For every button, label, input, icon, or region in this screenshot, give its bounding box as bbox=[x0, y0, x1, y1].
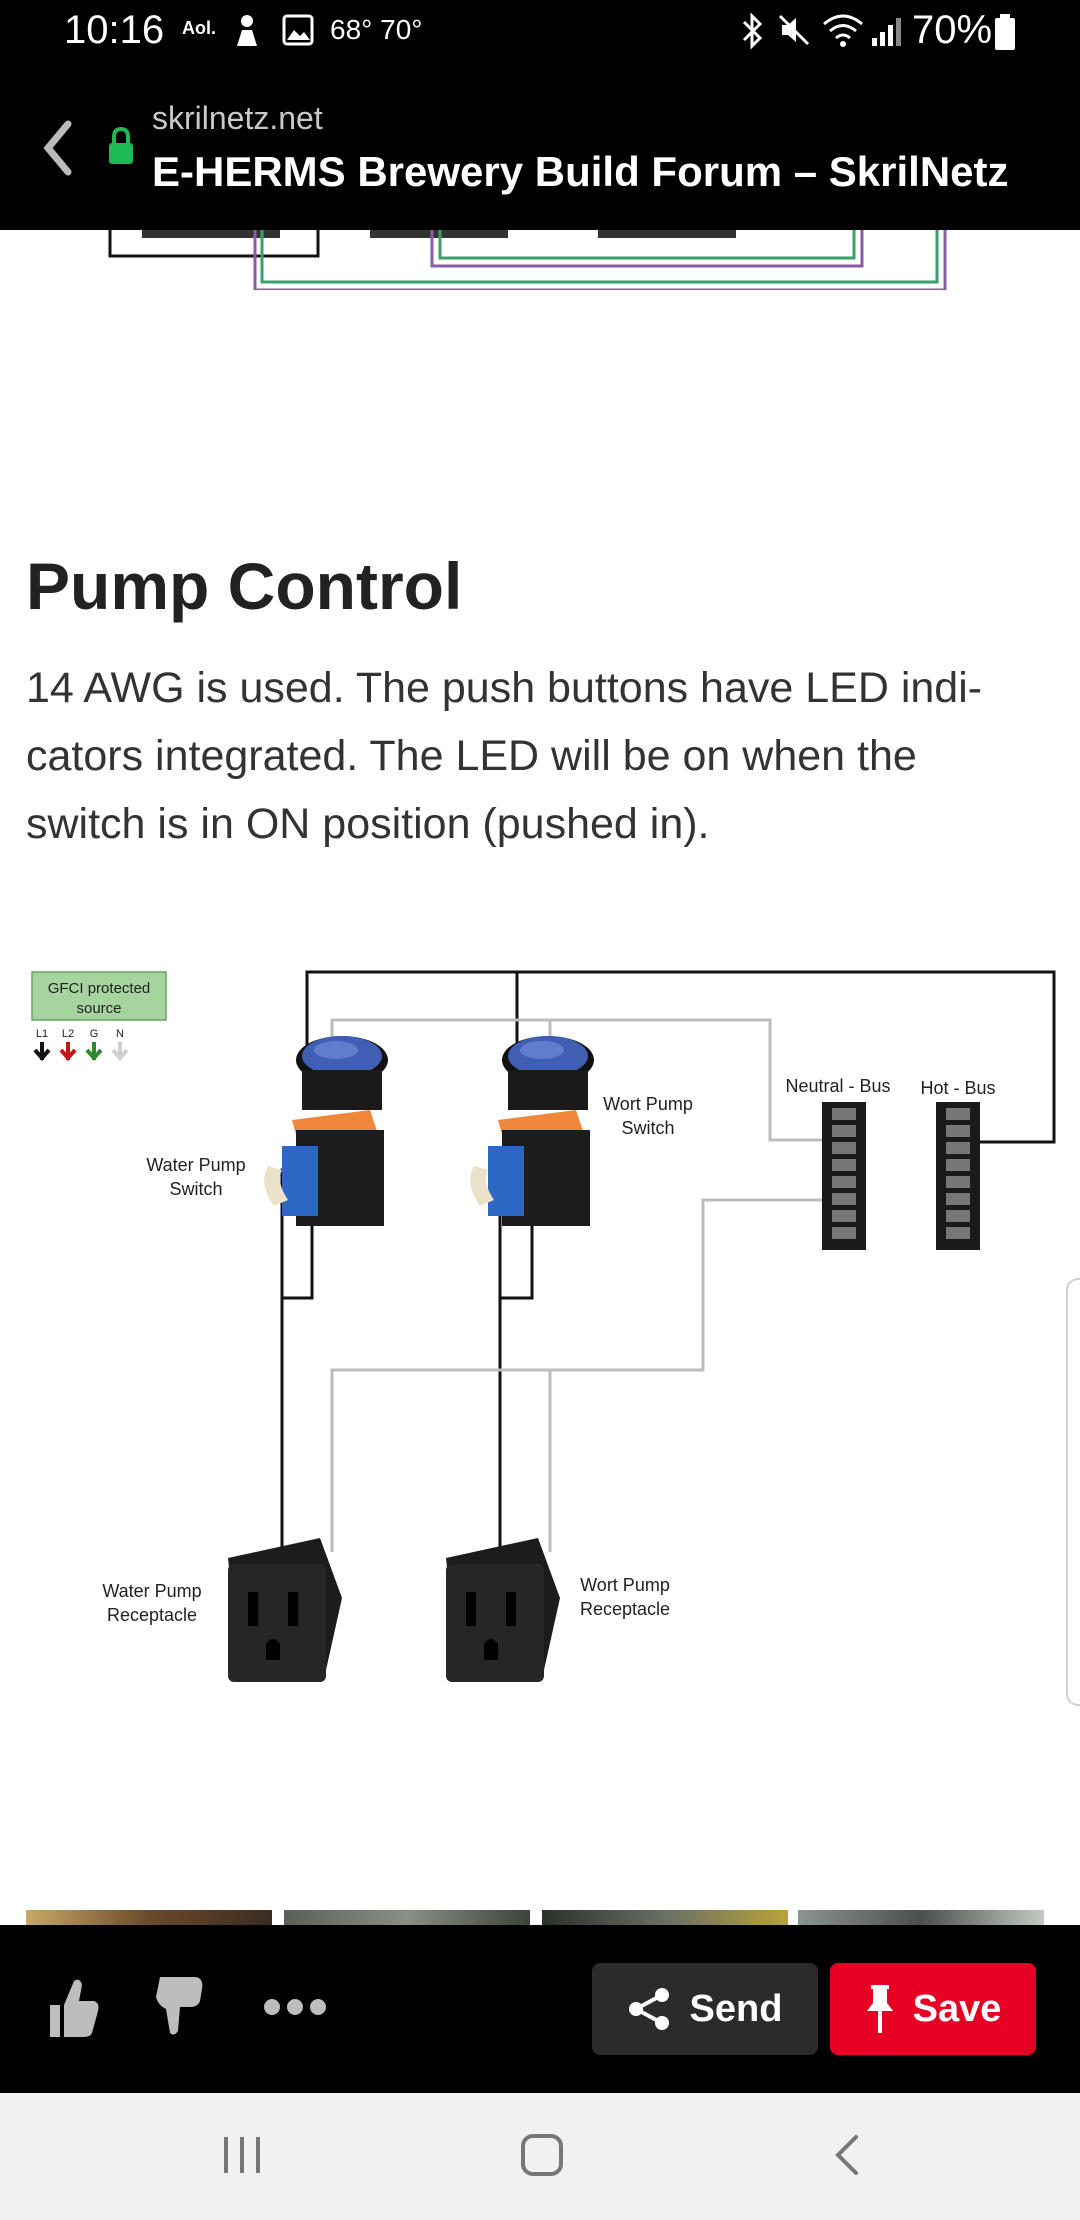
browser-url-bar: skrilnetz.net E-HERMS Brewery Build Foru… bbox=[0, 62, 1080, 230]
weather-temps: 68° 70° bbox=[330, 14, 422, 46]
hot-wires bbox=[280, 970, 1056, 1552]
temp-high: 70° bbox=[380, 14, 423, 45]
wifi-icon bbox=[823, 14, 863, 47]
terminal-g: G bbox=[90, 1028, 99, 1040]
more-icon[interactable] bbox=[262, 1997, 328, 2017]
section-paragraph: 14 AWG is used. The push buttons have LE… bbox=[26, 664, 983, 848]
water-switch-label-1: Water Pump bbox=[146, 1155, 245, 1175]
back-chevron-icon[interactable] bbox=[38, 118, 78, 178]
lock-icon bbox=[109, 126, 133, 164]
hot-bus-bar bbox=[936, 1102, 980, 1250]
battery-icon bbox=[995, 14, 1015, 50]
battery-percent: 70% bbox=[912, 8, 993, 52]
wort-pump-switch bbox=[470, 1036, 594, 1226]
related-pin-thumbnail[interactable] bbox=[284, 1910, 530, 1925]
gfci-label-line1: GFCI protected bbox=[48, 980, 151, 997]
wort-switch-label-2: Switch bbox=[621, 1118, 674, 1138]
section-heading: Pump Control bbox=[26, 549, 463, 623]
save-button[interactable]: Save bbox=[830, 1963, 1036, 2055]
terminal-arrows bbox=[33, 1042, 129, 1062]
water-pump-receptacle bbox=[228, 1538, 342, 1682]
wort-switch-label-1: Wort Pump bbox=[603, 1094, 693, 1114]
back-icon[interactable] bbox=[832, 2133, 862, 2177]
send-label: Send bbox=[689, 1987, 783, 2030]
water-pump-switch bbox=[264, 1036, 388, 1226]
home-icon[interactable] bbox=[520, 2133, 564, 2177]
neutral-bus-label: Neutral - Bus bbox=[785, 1076, 890, 1096]
terminal-l2: L2 bbox=[62, 1028, 74, 1040]
pin-icon bbox=[866, 1985, 893, 2033]
bluetooth-icon bbox=[742, 12, 763, 50]
article-content: Pump Control 14 AWG is used. The push bu… bbox=[0, 230, 1080, 1925]
wort-recep-label-2: Receptacle bbox=[580, 1599, 670, 1619]
previous-diagram-remnant bbox=[108, 230, 947, 290]
signal-icon bbox=[872, 18, 901, 46]
system-navigation-bar bbox=[0, 2093, 1080, 2220]
recents-icon[interactable] bbox=[220, 2135, 264, 2175]
water-recep-label-2: Receptacle bbox=[107, 1605, 197, 1625]
pin-action-bar: Send Save bbox=[0, 1925, 1080, 2093]
pump-control-wiring-diagram[interactable]: GFCI protected source L1 L2 G N bbox=[20, 970, 1060, 1830]
mute-icon bbox=[778, 14, 810, 46]
wort-recep-label-1: Wort Pump bbox=[580, 1575, 670, 1595]
temp-current: 68° bbox=[330, 14, 373, 45]
side-panel-handle[interactable] bbox=[1066, 1278, 1080, 1706]
hot-bus-label: Hot - Bus bbox=[920, 1078, 995, 1098]
save-label: Save bbox=[912, 1987, 1002, 2030]
related-pins-strip bbox=[26, 1910, 1046, 1925]
water-recep-label-1: Water Pump bbox=[102, 1581, 201, 1601]
status-time: 10:16 bbox=[64, 8, 165, 52]
terminal-n: N bbox=[116, 1028, 124, 1040]
share-icon bbox=[628, 1988, 669, 2030]
gfci-box bbox=[31, 971, 167, 1021]
gallery-icon bbox=[282, 14, 314, 46]
related-pin-thumbnail[interactable] bbox=[542, 1910, 788, 1925]
neutral-bus-bar bbox=[822, 1102, 866, 1250]
thumbs-up-icon[interactable] bbox=[46, 1975, 100, 2041]
terminal-l1: L1 bbox=[36, 1028, 48, 1040]
status-bar: 10:16 Aol. 68° 70° 70% bbox=[0, 0, 1080, 62]
gfci-label-line2: source bbox=[76, 1000, 121, 1017]
thumbs-down-icon[interactable] bbox=[152, 1973, 206, 2039]
aol-notification: Aol. bbox=[182, 18, 216, 38]
send-button[interactable]: Send bbox=[592, 1963, 818, 2055]
related-pin-thumbnail[interactable] bbox=[26, 1910, 272, 1925]
water-switch-label-2: Switch bbox=[169, 1179, 222, 1199]
related-pin-thumbnail[interactable] bbox=[798, 1910, 1044, 1925]
page-domain[interactable]: skrilnetz.net bbox=[152, 100, 323, 136]
page-title[interactable]: E-HERMS Brewery Build Forum – SkrilNetz bbox=[152, 148, 1009, 195]
person-icon bbox=[237, 15, 257, 46]
wort-pump-receptacle bbox=[446, 1538, 560, 1682]
